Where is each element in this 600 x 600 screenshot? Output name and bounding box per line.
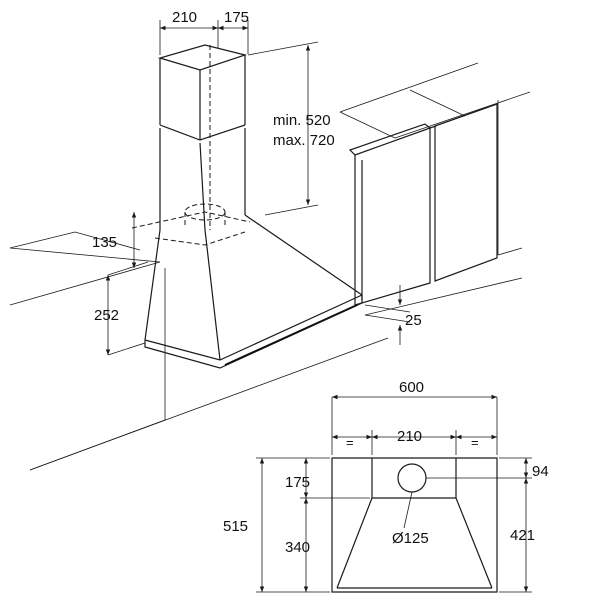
- dim-diameter: Ø125: [392, 491, 429, 547]
- isometric-view: 210 175 min. 520 max. 720 135 252: [9, 9, 531, 471]
- label-210-top: 210: [172, 9, 197, 26]
- duct-circle: [397, 463, 427, 493]
- chimney: [157, 44, 248, 231]
- label-min-520: min. 520: [273, 112, 331, 129]
- label-252: 252: [94, 307, 119, 324]
- dim-515: 515: [223, 457, 330, 593]
- dim-210-front: = 210 =: [332, 428, 497, 455]
- dim-600: 600: [331, 379, 498, 455]
- label-eq-right: =: [471, 435, 479, 450]
- label-210-front: 210: [397, 428, 422, 445]
- dim-135: 135: [92, 212, 137, 268]
- dim-height-range: min. 520 max. 720: [247, 41, 335, 216]
- label-340: 340: [285, 539, 310, 556]
- label-diameter-125: Ø125: [392, 530, 429, 547]
- dim-94-421: 94 421: [426, 457, 549, 593]
- label-eq-left: =: [346, 435, 354, 450]
- label-515: 515: [223, 518, 248, 535]
- label-175-top: 175: [224, 9, 249, 26]
- label-600: 600: [399, 379, 424, 396]
- label-421: 421: [510, 527, 535, 544]
- label-25: 25: [405, 312, 422, 329]
- wall-cabinets: [348, 103, 498, 306]
- label-max-720: max. 720: [273, 132, 335, 149]
- front-view: 600 = 210 = 515 175 340: [223, 379, 549, 593]
- dim-25: 25: [364, 285, 422, 345]
- dim-175-340: 175 340: [285, 458, 370, 592]
- label-94: 94: [532, 463, 549, 480]
- dim-top-widths: 210 175: [159, 9, 249, 55]
- label-135: 135: [92, 234, 117, 251]
- wall-lines: [9, 62, 531, 471]
- hood-canopy: [131, 203, 363, 369]
- dim-252: 252: [94, 261, 149, 356]
- label-175-front: 175: [285, 474, 310, 491]
